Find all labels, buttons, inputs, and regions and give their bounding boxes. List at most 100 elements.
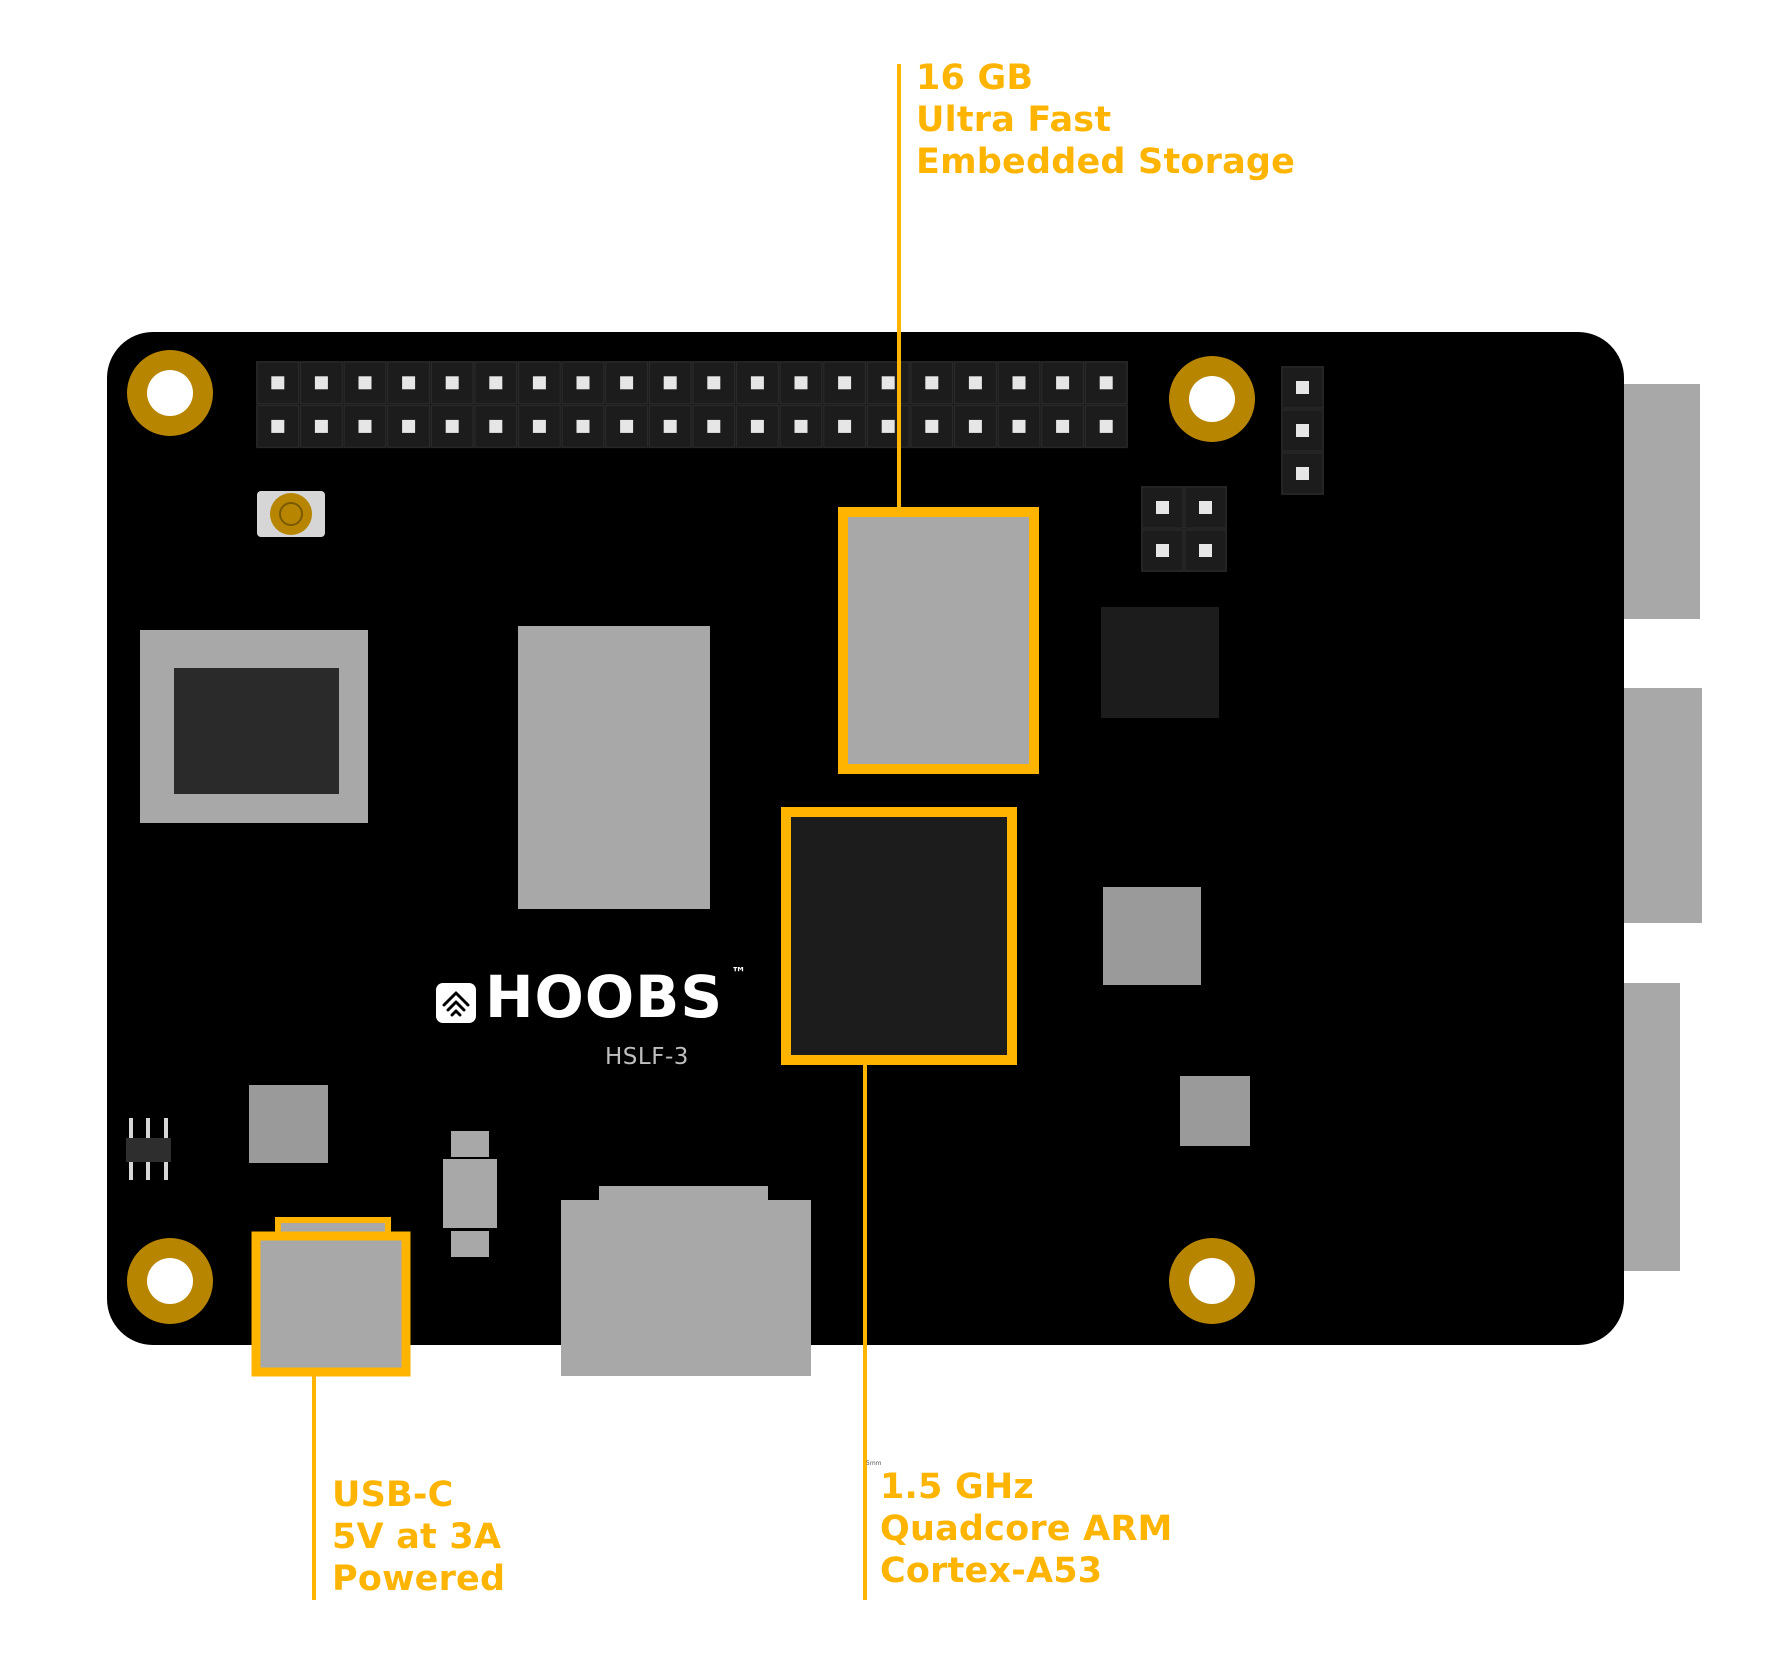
mount-hole-top-left (127, 350, 213, 436)
gpio-cell (736, 361, 779, 405)
small-chip-left (249, 1085, 328, 1163)
gpio-cell (1041, 361, 1084, 405)
gpio-cell (343, 361, 387, 405)
gpio-pin (402, 419, 416, 433)
gpio-cell (823, 405, 866, 448)
tiny-mark: 5mm (866, 1460, 882, 1467)
mount-hole-bottom-left (127, 1238, 213, 1324)
gpio-cell (300, 361, 343, 405)
gpio-pin (1012, 419, 1026, 433)
gpio-pin (576, 419, 590, 433)
gpio-cell (692, 405, 736, 448)
gpio-cell (910, 405, 954, 448)
brand-logo: HOOBS ™ (485, 963, 746, 1031)
two-by-two-base (1141, 486, 1227, 572)
mount-hole-top-right (1169, 356, 1255, 442)
gpio-cell (823, 361, 866, 405)
hdmi-port (561, 1186, 811, 1376)
gpio-cell (518, 405, 561, 448)
tact-button (257, 491, 325, 537)
gpio-cell (779, 361, 823, 405)
three-pin-cell (1281, 366, 1324, 409)
gpio-pin (445, 419, 459, 433)
gpio-pin (1099, 376, 1113, 390)
gpio-pin (358, 419, 372, 433)
three-pin-cell (1281, 452, 1324, 495)
gpio-pin (750, 376, 764, 390)
cpu-callout-line-2: Quadcore ARM (880, 1509, 1173, 1549)
gpio-cell (474, 361, 518, 405)
power-callout-line-1: USB-C (332, 1475, 454, 1515)
gpio-cell (300, 405, 343, 448)
gpio-pin (794, 419, 808, 433)
mount-hole-bottom-right (1169, 1238, 1255, 1324)
three-pin-cell (1281, 409, 1324, 452)
gpio-cell (648, 361, 692, 405)
gpio-cell (997, 405, 1041, 448)
gpio-cell (430, 405, 474, 448)
gpio-cell (1041, 405, 1084, 448)
gpio-pin (707, 419, 721, 433)
hoobs-house-icon (436, 983, 476, 1023)
gpio-pin (707, 376, 721, 390)
gpio-cell (692, 361, 736, 405)
gpio-pin (794, 376, 808, 390)
gpio-pin (271, 376, 285, 390)
gpio-cell (561, 405, 605, 448)
gpio-pin (925, 419, 939, 433)
brand-word: HOOBS (485, 963, 724, 1031)
transistor (126, 1118, 171, 1180)
gpio-pin (576, 376, 590, 390)
gpio-pin (620, 376, 634, 390)
gpio-pin (532, 376, 546, 390)
power-callout: USB-C 5V at 3A Powered (332, 1474, 505, 1600)
gpio-pin (1012, 376, 1026, 390)
gpio-pin (1056, 376, 1070, 390)
gpio-cell (561, 361, 605, 405)
emmc-storage-chip (838, 507, 1039, 774)
gpio-pin (271, 419, 285, 433)
gpio-cell (256, 405, 300, 448)
gpio-cell (997, 361, 1041, 405)
three-pin-pin (1296, 381, 1309, 394)
cpu-callout-line-3: Cortex-A53 (880, 1551, 1103, 1591)
cpu-callout: 1.5 GHz Quadcore ARM Cortex-A53 (880, 1466, 1173, 1592)
gpio-cell (866, 361, 910, 405)
gpio-base (256, 361, 1128, 449)
two-by-two-pin (1199, 501, 1212, 514)
power-callout-line-2: 5V at 3A (332, 1517, 502, 1557)
usb-c-port (251, 1231, 411, 1377)
gpio-pin (925, 376, 939, 390)
gpio-cell (954, 405, 997, 448)
gpio-cell (779, 405, 823, 448)
storage-callout-line-3: Embedded Storage (916, 142, 1296, 182)
gpio-cell (605, 361, 648, 405)
gpio-pin (750, 419, 764, 433)
gpio-cell (866, 405, 910, 448)
two-by-two-cell (1141, 529, 1184, 572)
three-pin-header (1281, 366, 1324, 495)
gpio-cell (256, 361, 300, 405)
two-by-two-header (1141, 486, 1227, 572)
gpio-pin (445, 376, 459, 390)
two-by-two-pin (1156, 544, 1169, 557)
pmic-chip (1103, 887, 1201, 985)
gpio-cell (1084, 405, 1128, 448)
gpio-pin (968, 419, 982, 433)
gpio-cell (910, 361, 954, 405)
gpio-pin (489, 376, 503, 390)
gpio-cell (343, 405, 387, 448)
gpio-pin (663, 376, 677, 390)
gpio-pin (881, 419, 895, 433)
gpio-cell (648, 405, 692, 448)
gpio-cell (430, 361, 474, 405)
gpio-pin (358, 376, 372, 390)
gpio-pin (968, 376, 982, 390)
gpio-cell (474, 405, 518, 448)
three-pin-pin (1296, 424, 1309, 437)
gpio-pin (402, 376, 416, 390)
cpu-callout-line-1: 1.5 GHz (880, 1467, 1034, 1507)
two-by-two-pin (1199, 544, 1212, 557)
gpio-pin (881, 376, 895, 390)
gpio-pin (532, 419, 546, 433)
